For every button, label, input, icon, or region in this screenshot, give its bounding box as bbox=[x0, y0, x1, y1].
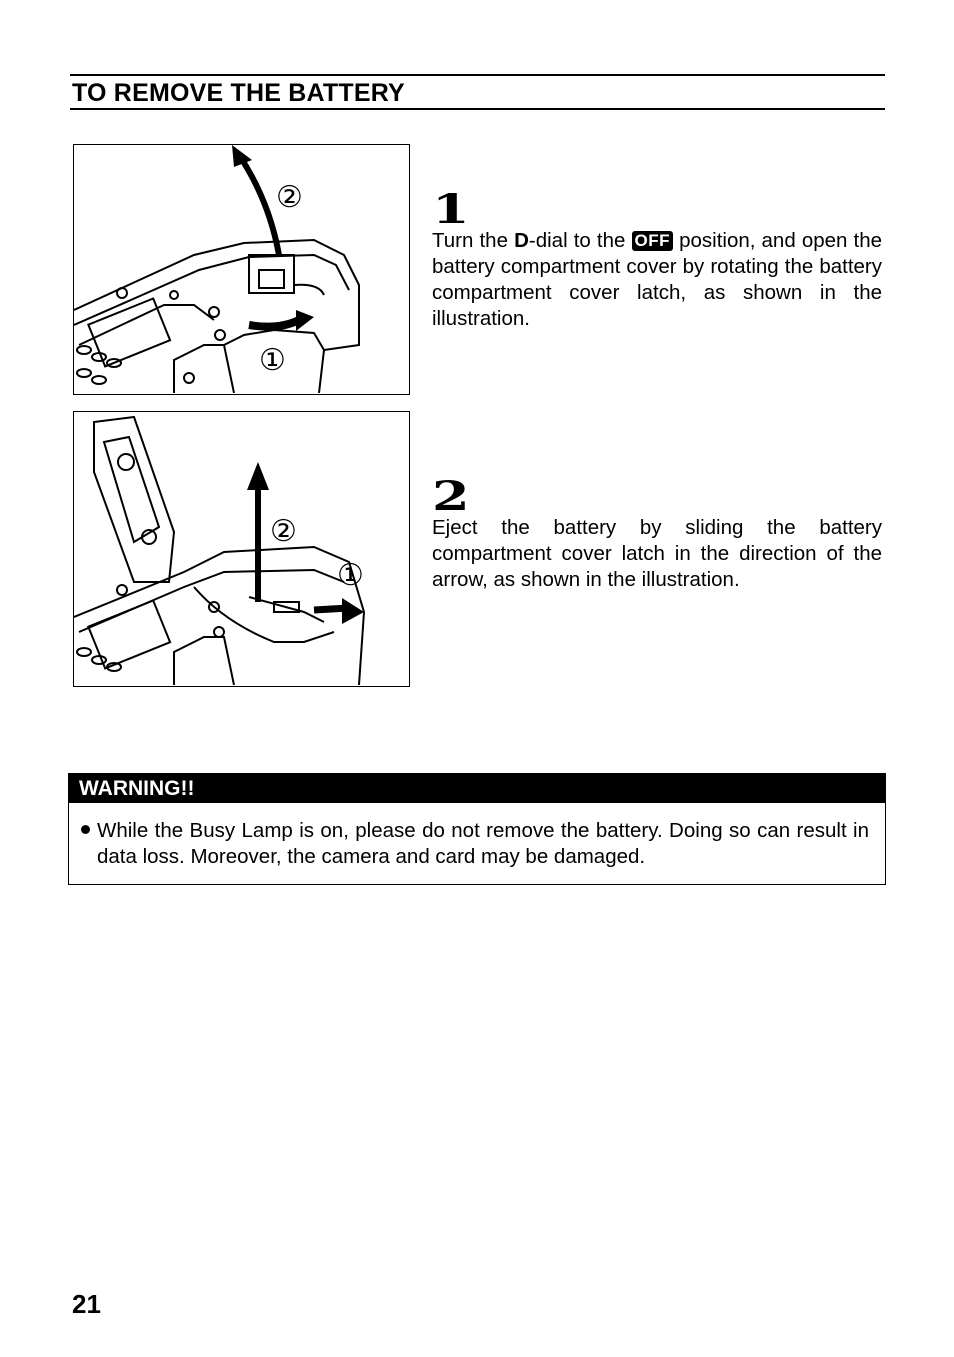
instruction-text: position, and open the battery compartme… bbox=[432, 229, 883, 330]
callout-2: ② bbox=[270, 514, 297, 549]
dial-letter: D bbox=[514, 229, 529, 252]
section-title: TO REMOVE THE BATTERY bbox=[72, 79, 405, 107]
callout-1: ① bbox=[337, 558, 364, 593]
step-number: 1 bbox=[432, 186, 470, 233]
instruction-text: -dial to the bbox=[528, 229, 632, 252]
step-number: 2 bbox=[432, 473, 470, 520]
step-instruction: Turn the D-dial to the OFF position, and… bbox=[432, 228, 882, 332]
page-number: 21 bbox=[72, 1289, 101, 1319]
instruction-text: Turn the bbox=[432, 229, 515, 252]
illustration-eject-battery bbox=[73, 411, 410, 687]
off-mode-icon: OFF bbox=[631, 231, 673, 251]
warning-box: WARNING!! While the Busy Lamp is on, ple… bbox=[68, 773, 886, 885]
callout-1: ① bbox=[259, 343, 286, 378]
bullet-icon bbox=[81, 825, 90, 834]
warning-title: WARNING!! bbox=[69, 774, 885, 803]
step-instruction: Eject the battery by sliding the battery… bbox=[432, 516, 882, 591]
warning-text: While the Busy Lamp is on, please do not… bbox=[97, 819, 869, 868]
illustration-open-cover bbox=[73, 144, 410, 395]
section-header: TO REMOVE THE BATTERY bbox=[70, 74, 885, 110]
callout-2: ② bbox=[276, 180, 303, 215]
